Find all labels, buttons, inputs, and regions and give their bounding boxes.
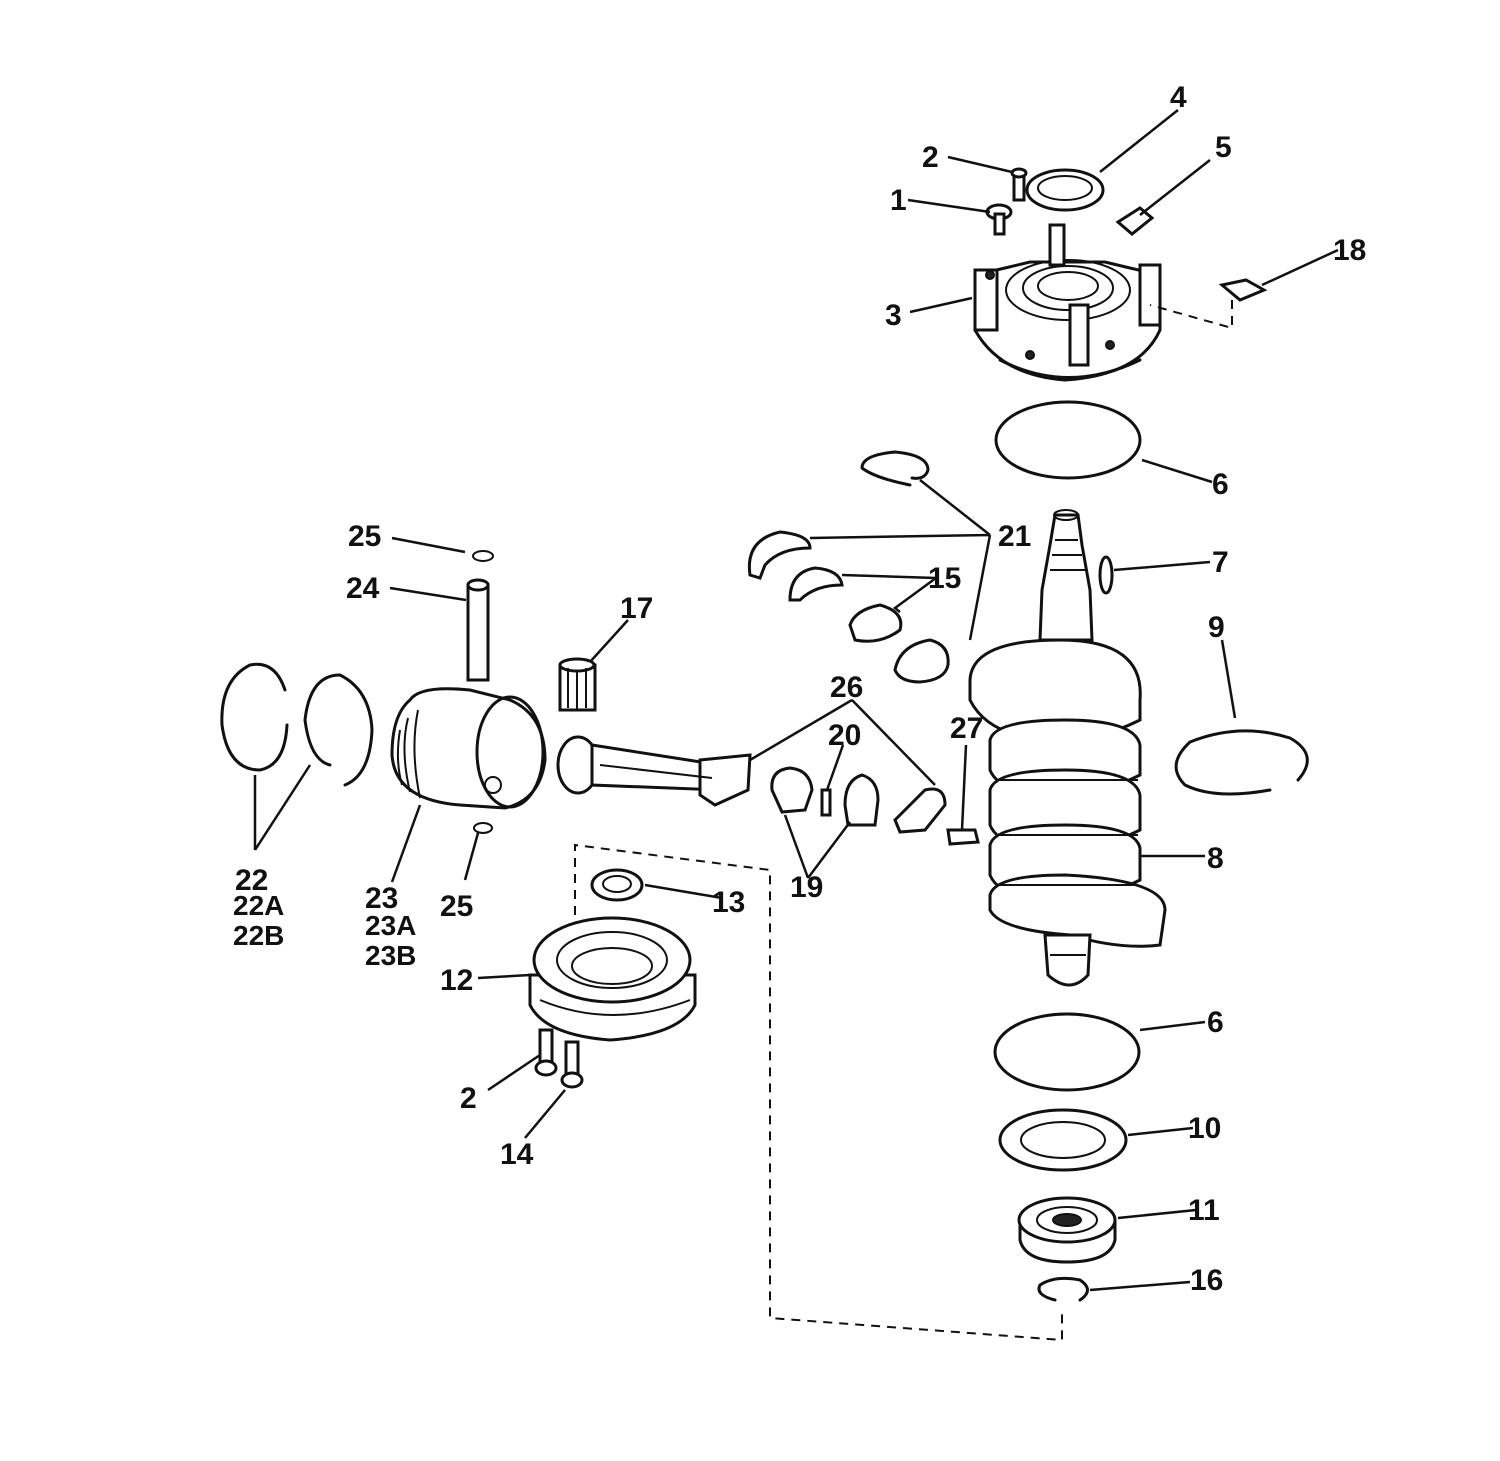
o-ring-6-bottom: [993, 1012, 1141, 1092]
callout-10: 10: [1188, 1112, 1221, 1145]
callout-15: 15: [928, 562, 961, 595]
callout-27: 27: [950, 712, 983, 745]
callout-22b: 22B: [233, 920, 284, 951]
needle-bearing-17: [558, 657, 597, 712]
snap-ring-9: [1174, 729, 1309, 796]
rod-cap-26: [893, 787, 947, 834]
callout-7: 7: [1212, 546, 1229, 579]
bearing-half-15-a: [788, 566, 844, 602]
callout-26: 26: [830, 671, 863, 704]
clip-18: [1218, 278, 1268, 302]
bearing-19-a: [770, 766, 814, 814]
callout-1: 1: [890, 184, 907, 217]
clip-25-top: [472, 550, 494, 562]
crankshaft-8: [968, 509, 1167, 987]
callout-22a: 22A: [233, 890, 284, 921]
callout-17: 17: [620, 592, 653, 625]
screw-2-top: [1010, 167, 1028, 202]
lower-housing-location-line: [574, 843, 1063, 1342]
callout-2-top: 2: [922, 141, 939, 174]
seal-13: [590, 868, 644, 902]
callout-8: 8: [1207, 842, 1224, 875]
screw-1: [985, 203, 1013, 236]
callout-23: 23: [365, 882, 398, 915]
callout-5: 5: [1215, 131, 1232, 164]
bearing-half-21-a: [747, 530, 812, 580]
upper-bearing-housing: [973, 223, 1162, 382]
callout-22: 22: [235, 864, 268, 897]
piston-23: [390, 687, 547, 810]
clip-25-bottom: [473, 822, 493, 834]
bearing-half-21-b: [893, 638, 950, 684]
connecting-rod: [556, 735, 752, 807]
o-ring-6-top: [994, 400, 1142, 480]
callout-labels: 1 2 3 4 5 18 6 21 7 15 9 25 24 17 26 27 …: [233, 81, 1366, 1297]
callout-24: 24: [346, 572, 380, 605]
callout-19: 19: [790, 871, 823, 904]
callout-21: 21: [998, 520, 1031, 553]
clip-5: [1115, 206, 1155, 236]
callout-6-bottom: 6: [1207, 1006, 1224, 1039]
callout-3: 3: [885, 299, 902, 332]
key-7: [1098, 555, 1114, 595]
callout-9: 9: [1208, 611, 1225, 644]
clip-18-location-line: [1149, 300, 1233, 330]
callout-14: 14: [500, 1138, 534, 1171]
callout-6-top: 6: [1212, 468, 1229, 501]
callout-11: 11: [1188, 1194, 1220, 1227]
callout-13: 13: [712, 886, 745, 919]
ball-bearing-11: [1017, 1196, 1117, 1264]
screws-2-14: [534, 1028, 584, 1089]
callout-12: 12: [440, 964, 473, 997]
retaining-ring-21: [860, 450, 930, 487]
retaining-ring-16: [1037, 1276, 1089, 1302]
bearing-19-b: [843, 773, 880, 827]
callout-25-top: 25: [348, 520, 381, 553]
callout-18: 18: [1333, 234, 1366, 267]
wrist-pin-24: [466, 578, 490, 682]
lower-bearing-housing-12: [528, 916, 697, 1042]
callout-16: 16: [1190, 1264, 1223, 1297]
callout-4: 4: [1170, 81, 1187, 114]
pin-20: [820, 788, 832, 817]
seal-4: [1025, 168, 1105, 212]
callout-20: 20: [828, 719, 861, 752]
piston-ring-22-a: [220, 662, 289, 772]
leader-lines: [253, 109, 1339, 1292]
callout-25-bottom: 25: [440, 890, 473, 923]
piston-ring-22-b: [303, 673, 374, 787]
screw-27: [946, 828, 980, 846]
callout-2-bottom: 2: [460, 1082, 477, 1115]
callout-23b: 23B: [365, 940, 416, 971]
bearing-half-15-b: [848, 603, 903, 643]
callout-23a: 23A: [365, 910, 416, 941]
thrust-washer-10: [998, 1108, 1128, 1172]
